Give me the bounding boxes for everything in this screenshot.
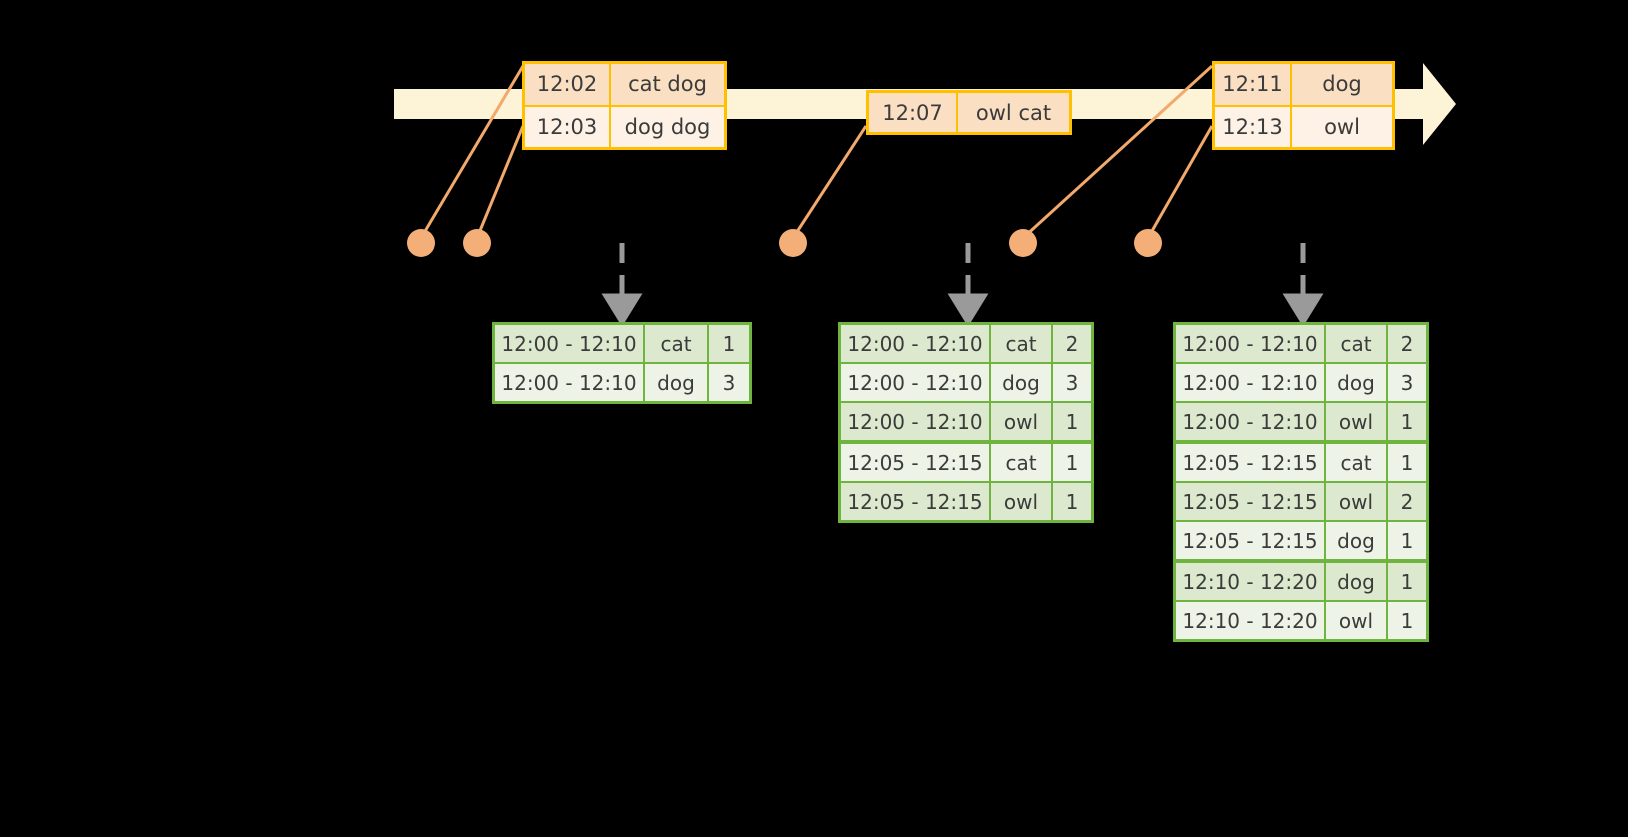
event-time: 12:07 (869, 93, 958, 132)
count-cell: 3 (709, 364, 749, 401)
event-time: 12:02 (525, 64, 611, 105)
window-cell: 12:05 - 12:15 (841, 483, 989, 520)
event-words: dog (1292, 64, 1392, 105)
window-cell: 12:00 - 12:10 (495, 364, 643, 401)
window-cell: 12:00 - 12:10 (841, 364, 989, 401)
result-table-3[interactable]: 12:00 - 12:10 cat 2 12:00 - 12:10 dog 3 … (1173, 322, 1429, 642)
event-dot-5 (1134, 229, 1162, 257)
table-row[interactable]: 12:00 - 12:10 dog 3 (841, 364, 1091, 401)
table-row[interactable]: 12:00 - 12:10 owl 1 (841, 403, 1091, 440)
window-cell: 12:10 - 12:20 (1176, 602, 1324, 639)
emit-arrow-2 (947, 243, 989, 327)
count-cell: 3 (1053, 364, 1091, 401)
window-cell: 12:05 - 12:15 (1176, 444, 1324, 481)
window-cell: 12:00 - 12:10 (1176, 403, 1324, 440)
result-window-group: 12:05 - 12:15 cat 1 12:05 - 12:15 owl 2 … (1176, 444, 1426, 559)
key-cell: dog (991, 364, 1051, 401)
table-row[interactable]: 12:10 - 12:20 dog 1 (1176, 563, 1426, 600)
result-table-2[interactable]: 12:00 - 12:10 cat 2 12:00 - 12:10 dog 3 … (838, 322, 1094, 523)
key-cell: dog (1326, 563, 1386, 600)
count-cell: 1 (1388, 602, 1426, 639)
result-window-group: 12:00 - 12:10 cat 1 12:00 - 12:10 dog 3 (495, 325, 749, 401)
table-row[interactable]: 12:05 - 12:15 owl 1 (841, 483, 1091, 520)
count-cell: 1 (1053, 444, 1091, 481)
table-row[interactable]: 12:00 - 12:10 cat 2 (1176, 325, 1426, 362)
table-row[interactable]: 12:05 - 12:15 cat 1 (841, 444, 1091, 481)
event-time: 12:11 (1215, 64, 1292, 105)
key-cell: cat (991, 444, 1051, 481)
event-row[interactable]: 12:13 owl (1215, 104, 1392, 147)
table-row[interactable]: 12:05 - 12:15 cat 1 (1176, 444, 1426, 481)
count-cell: 2 (1388, 483, 1426, 520)
key-cell: dog (1326, 364, 1386, 401)
event-dot-4 (1009, 229, 1037, 257)
count-cell: 2 (1388, 325, 1426, 362)
key-cell: owl (1326, 403, 1386, 440)
key-cell: owl (1326, 602, 1386, 639)
window-cell: 12:00 - 12:10 (841, 403, 989, 440)
window-cell: 12:05 - 12:15 (1176, 483, 1324, 520)
window-cell: 12:00 - 12:10 (841, 325, 989, 362)
window-cell: 12:05 - 12:15 (1176, 522, 1324, 559)
event-words: owl (1292, 106, 1392, 147)
result-window-group: 12:05 - 12:15 cat 1 12:05 - 12:15 owl 1 (841, 444, 1091, 520)
event-time: 12:13 (1215, 106, 1292, 147)
result-table-1[interactable]: 12:00 - 12:10 cat 1 12:00 - 12:10 dog 3 (492, 322, 752, 404)
count-cell: 2 (1053, 325, 1091, 362)
count-cell: 1 (1388, 403, 1426, 440)
table-row[interactable]: 12:00 - 12:10 owl 1 (1176, 403, 1426, 440)
event-row[interactable]: 12:03 dog dog (525, 104, 724, 147)
table-row[interactable]: 12:00 - 12:10 cat 2 (841, 325, 1091, 362)
table-row[interactable]: 12:05 - 12:15 owl 2 (1176, 483, 1426, 520)
event-words: dog dog (611, 106, 724, 147)
table-row[interactable]: 12:00 - 12:10 dog 3 (1176, 364, 1426, 401)
key-cell: owl (1326, 483, 1386, 520)
key-cell: cat (1326, 444, 1386, 481)
event-words: owl cat (958, 93, 1069, 132)
table-row[interactable]: 12:05 - 12:15 dog 1 (1176, 522, 1426, 559)
count-cell: 1 (709, 325, 749, 362)
count-cell: 1 (1053, 403, 1091, 440)
event-dots (407, 229, 1162, 257)
count-cell: 1 (1053, 483, 1091, 520)
key-cell: owl (991, 483, 1051, 520)
window-cell: 12:10 - 12:20 (1176, 563, 1324, 600)
emit-arrow-1 (601, 243, 643, 327)
count-cell: 3 (1388, 364, 1426, 401)
result-window-group: 12:10 - 12:20 dog 1 12:10 - 12:20 owl 1 (1176, 563, 1426, 639)
emit-arrows (601, 243, 1324, 327)
window-cell: 12:05 - 12:15 (841, 444, 989, 481)
count-cell: 1 (1388, 563, 1426, 600)
emit-arrow-3 (1282, 243, 1324, 327)
result-window-group: 12:00 - 12:10 cat 2 12:00 - 12:10 dog 3 … (1176, 325, 1426, 440)
key-cell: cat (1326, 325, 1386, 362)
event-dot-3 (779, 229, 807, 257)
event-row[interactable]: 12:02 cat dog (525, 64, 724, 105)
key-cell: dog (1326, 522, 1386, 559)
event-row[interactable]: 12:11 dog (1215, 64, 1392, 105)
event-words: cat dog (611, 64, 724, 105)
window-cell: 12:00 - 12:10 (1176, 325, 1324, 362)
event-box-3[interactable]: 12:11 dog 12:13 owl (1212, 61, 1395, 150)
key-cell: dog (645, 364, 707, 401)
event-row[interactable]: 12:07 owl cat (869, 93, 1069, 132)
event-box-2[interactable]: 12:07 owl cat (866, 90, 1072, 135)
key-cell: cat (991, 325, 1051, 362)
window-cell: 12:00 - 12:10 (1176, 364, 1324, 401)
key-cell: cat (645, 325, 707, 362)
event-box-1[interactable]: 12:02 cat dog 12:03 dog dog (522, 61, 727, 150)
table-row[interactable]: 12:00 - 12:10 cat 1 (495, 325, 749, 362)
event-dot-1 (407, 229, 435, 257)
table-row[interactable]: 12:10 - 12:20 owl 1 (1176, 602, 1426, 639)
window-cell: 12:00 - 12:10 (495, 325, 643, 362)
event-time: 12:03 (525, 106, 611, 147)
count-cell: 1 (1388, 522, 1426, 559)
count-cell: 1 (1388, 444, 1426, 481)
table-row[interactable]: 12:00 - 12:10 dog 3 (495, 364, 749, 401)
event-dot-2 (463, 229, 491, 257)
result-window-group: 12:00 - 12:10 cat 2 12:00 - 12:10 dog 3 … (841, 325, 1091, 440)
key-cell: owl (991, 403, 1051, 440)
